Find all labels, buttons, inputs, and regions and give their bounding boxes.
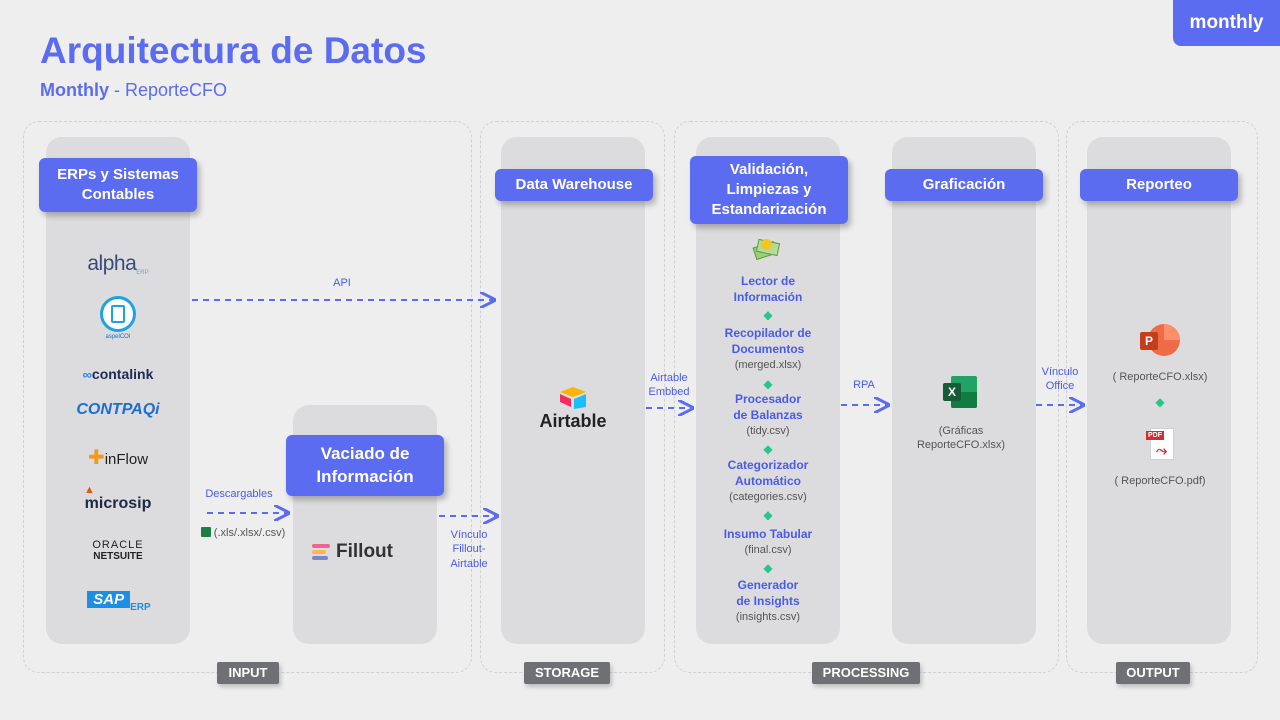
aspel-logo-text: aspelCOI xyxy=(105,334,131,340)
step-generador: Generador de Insights (insights.csv) xyxy=(697,577,839,625)
check-icon: ◆ xyxy=(763,442,773,456)
check-icon: ◆ xyxy=(763,508,773,522)
step-generador-name: Generador de Insights xyxy=(736,578,800,608)
step-generador-file: (insights.csv) xyxy=(735,611,801,623)
step-procesador-name: Procesador de Balanzas xyxy=(733,392,803,422)
airtable-logo-text: Airtable xyxy=(539,411,607,431)
reporte-pdf-label: ( ReporteCFO.pdf) xyxy=(1114,475,1206,487)
sap-logo-text: SAP xyxy=(87,591,131,608)
alpha-erp-logo: alphaERP xyxy=(70,252,166,276)
header-graficacion: Graficación xyxy=(885,169,1043,201)
excel-icon-letter: X xyxy=(943,383,961,401)
step-insumo: Insumo Tabular (final.csv) xyxy=(697,526,839,558)
rpa-label: RPA xyxy=(853,379,875,391)
inflow-plus-icon: ✚ xyxy=(87,447,105,469)
step-lector: Lector de Información xyxy=(697,273,839,305)
alpha-logo-text: alpha xyxy=(87,252,137,275)
footer-storage: STORAGE xyxy=(524,662,610,684)
powerpoint-icon-letter: P xyxy=(1140,332,1158,350)
check-icon: ◆ xyxy=(763,377,773,391)
sap-logo-sub: ERP xyxy=(130,602,151,613)
vinculo-fillout-label: Vínculo Fillout-Airtable xyxy=(450,529,488,570)
subtitle-bold: Monthly xyxy=(40,80,109,100)
step-categorizador: Categorizador Automático (categories.csv… xyxy=(697,457,839,505)
alpha-logo-sub: ERP xyxy=(136,270,149,276)
step-lector-name: Lector de Información xyxy=(733,274,803,304)
powerpoint-icon: P xyxy=(1140,324,1180,358)
excel-icon: X xyxy=(943,376,979,408)
graficacion-file: (Gráficas ReporteCFO.xlsx) xyxy=(916,425,1006,452)
step-procesador: Procesador de Balanzas (tidy.csv) xyxy=(697,391,839,439)
fillout-logo: Fillout xyxy=(312,541,422,563)
fillout-logo-text: Fillout xyxy=(336,541,393,562)
page-title: Arquitectura de Datos xyxy=(40,30,427,71)
step-recopilador: Recopilador de Documentos (merged.xlsx) xyxy=(697,325,839,373)
column-erps xyxy=(46,137,190,644)
column-reporteo xyxy=(1087,137,1231,644)
footer-processing: PROCESSING xyxy=(812,662,920,684)
check-icon: ◆ xyxy=(1155,395,1165,409)
contpaqi-logo: CONTPAQi xyxy=(76,401,160,418)
check-icon: ◆ xyxy=(763,561,773,575)
inflow-logo: ✚inFlow xyxy=(80,445,156,470)
page-subtitle: Monthly - ReporteCFO xyxy=(40,80,227,101)
step-insumo-file: (final.csv) xyxy=(744,544,792,556)
header-erps: ERPs y Sistemas Contables xyxy=(39,158,197,212)
header-validacion: Validación, Limpiezas y Estandarización xyxy=(690,156,848,224)
pdf-icon: PDF ⤳ xyxy=(1146,428,1176,462)
oracle-netsuite-logo: ORACLE NETSUITE xyxy=(70,539,166,562)
footer-output: OUTPUT xyxy=(1116,662,1190,684)
airtable-logo: Airtable xyxy=(523,386,623,432)
oracle-logo-text: ORACLE xyxy=(92,539,144,551)
monthly-badge: monthly xyxy=(1173,0,1280,46)
step-categorizador-name: Categorizador Automático xyxy=(727,458,809,488)
formats-text: (.xls/.xlsx/.csv) xyxy=(213,527,286,539)
check-icon: ◆ xyxy=(763,308,773,322)
step-procesador-file: (tidy.csv) xyxy=(746,425,790,437)
api-label: API xyxy=(333,277,351,289)
contalink-logo-text: contalink xyxy=(91,366,154,382)
descargables-label: Descargables xyxy=(205,488,273,500)
airtable-icon xyxy=(560,387,586,409)
microsip-logo: ▲ microsip xyxy=(70,485,166,513)
microsip-bird-icon: ▲ xyxy=(84,484,95,496)
subtitle-rest: - ReporteCFO xyxy=(109,80,228,100)
step-recopilador-file: (merged.xlsx) xyxy=(734,359,802,371)
excel-small-icon xyxy=(200,527,211,537)
step-recopilador-name: Recopilador de Documentos xyxy=(724,326,812,356)
airtable-embbed-label: Airtable Embbed xyxy=(648,372,690,399)
inflow-logo-text: inFlow xyxy=(104,451,149,468)
reporte-xlsx-label: ( ReporteCFO.xlsx) xyxy=(1112,371,1208,383)
header-vaciado: Vaciado de Información xyxy=(286,435,444,496)
link-icon: ∞ xyxy=(82,367,92,382)
money-icon xyxy=(752,238,781,262)
footer-input: INPUT xyxy=(217,662,279,684)
contalink-logo: ∞contalink xyxy=(68,366,168,382)
pdf-icon-tag: PDF xyxy=(1146,431,1164,440)
header-warehouse: Data Warehouse xyxy=(495,169,653,201)
header-reporteo: Reporteo xyxy=(1080,169,1238,201)
step-categorizador-file: (categories.csv) xyxy=(729,491,807,503)
netsuite-logo-text: NETSUITE xyxy=(93,551,143,562)
aspel-coi-logo: aspelCOI xyxy=(90,296,146,340)
microsip-logo-text: microsip xyxy=(84,495,152,512)
fillout-icon xyxy=(312,544,330,560)
calculator-icon xyxy=(100,296,136,332)
vinculo-office-label: Vínculo Office xyxy=(1041,366,1079,393)
formats-label: (.xls/.xlsx/.csv) xyxy=(193,526,293,540)
step-insumo-name: Insumo Tabular xyxy=(723,527,813,541)
